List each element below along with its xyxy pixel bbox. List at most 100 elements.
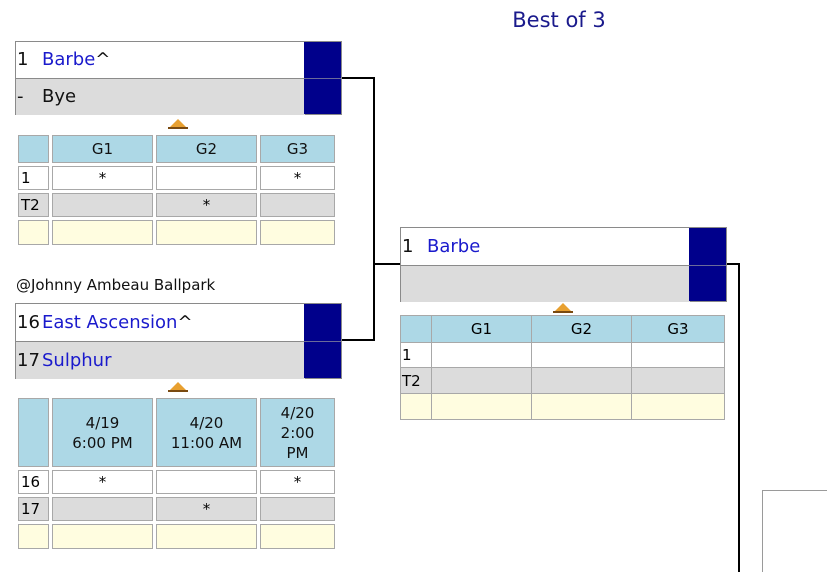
score-block [689, 228, 726, 301]
table-row [400, 393, 725, 420]
team-row-bottom: - Bye [16, 78, 305, 115]
game-cell [156, 524, 257, 549]
header-blank [18, 135, 49, 163]
game-cell: * [260, 470, 335, 494]
game-cell [531, 393, 632, 420]
game-cell: * [156, 193, 257, 217]
games-table-a: G1 G2 G3 1 * * T2 * [15, 132, 338, 248]
team-name-link[interactable]: East Ascension [42, 311, 178, 333]
game-cell [531, 367, 632, 394]
game-cell: * [156, 497, 257, 521]
team-name-link[interactable]: Barbe [42, 49, 96, 70]
score-block [304, 42, 341, 114]
game-cell [431, 342, 532, 368]
matchup-a: 1 Barbe ^ - Bye [15, 41, 342, 115]
row-label: 1 [18, 166, 49, 190]
bracket-connector [373, 77, 375, 341]
game-cell [431, 393, 532, 420]
game-header: 4/20 2:00 PM [260, 398, 335, 467]
game-header: G3 [631, 315, 725, 343]
game-cell [260, 193, 335, 217]
next-round-box-edge [762, 490, 763, 572]
row-label: 1 [400, 342, 432, 368]
team-row-top[interactable]: 1 Barbe [401, 228, 690, 265]
game-cell [156, 470, 257, 494]
table-row: 16 * * [18, 470, 335, 494]
team-seed: 17 [17, 349, 40, 371]
game-cell [631, 342, 725, 368]
game-time: 6:00 PM [72, 433, 133, 452]
winner-marker: ^ [95, 49, 111, 70]
team-seed: 16 [17, 311, 40, 333]
header-blank [400, 315, 432, 343]
table-row: 17 * [18, 497, 335, 521]
game-cell: * [260, 166, 335, 190]
expand-caret-icon[interactable] [553, 303, 573, 313]
game-cell [260, 524, 335, 549]
game-cell [531, 342, 632, 368]
game-cell [431, 367, 532, 394]
bracket-connector [374, 263, 400, 265]
table-row: 1 [400, 342, 725, 368]
games-table-c: G1 G2 G3 1 T2 [400, 315, 725, 420]
team-row-bottom [401, 265, 690, 302]
games-table-b: 4/19 6:00 PM 4/20 11:00 AM 4/20 2:00 PM … [15, 395, 338, 552]
row-label [400, 393, 432, 420]
bracket-connector [738, 263, 740, 572]
row-label: T2 [400, 367, 432, 394]
team-row-bottom[interactable]: 17 Sulphur [16, 341, 305, 379]
game-cell: * [52, 166, 153, 190]
expand-caret-icon[interactable] [168, 119, 188, 129]
row-label [18, 220, 49, 245]
game-cell [631, 393, 725, 420]
bracket-connector [342, 339, 375, 341]
row-label: T2 [18, 193, 49, 217]
score-block [304, 304, 341, 378]
table-row [18, 220, 335, 245]
game-time: PM [286, 443, 309, 462]
team-seed: 1 [402, 235, 414, 257]
team-name-link[interactable]: Sulphur [42, 349, 112, 371]
matchup-c: 1 Barbe [400, 227, 727, 302]
table-row: 1 * * [18, 166, 335, 190]
table-row [18, 524, 335, 549]
header-blank [18, 398, 49, 467]
game-cell [52, 524, 153, 549]
game-date: 4/20 [280, 403, 315, 422]
game-cell [260, 497, 335, 521]
team-name-link[interactable]: Barbe [427, 235, 481, 257]
venue-label: @Johnny Ambeau Ballpark [16, 276, 216, 294]
game-header: G2 [531, 315, 632, 343]
game-header: 4/20 11:00 AM [156, 398, 257, 467]
game-header: G1 [431, 315, 532, 343]
row-label: 17 [18, 497, 49, 521]
next-round-box-edge [762, 490, 827, 491]
game-cell [156, 166, 257, 190]
game-cell [52, 193, 153, 217]
team-seed: - [17, 86, 24, 107]
row-label: 16 [18, 470, 49, 494]
game-header: G3 [260, 135, 335, 163]
game-cell [52, 220, 153, 245]
row-label [18, 524, 49, 549]
winner-marker: ^ [177, 311, 193, 333]
bracket-connector [727, 263, 740, 265]
game-cell [631, 367, 725, 394]
game-header: G2 [156, 135, 257, 163]
team-row-top[interactable]: 1 Barbe ^ [16, 42, 305, 78]
matchup-b: 16 East Ascension ^ 17 Sulphur [15, 303, 342, 379]
table-row: T2 [400, 367, 725, 394]
game-cell [260, 220, 335, 245]
game-header: 4/19 6:00 PM [52, 398, 153, 467]
game-header: G1 [52, 135, 153, 163]
game-date: 4/20 [189, 413, 224, 432]
team-row-top[interactable]: 16 East Ascension ^ [16, 304, 305, 341]
game-cell [52, 497, 153, 521]
game-cell: * [52, 470, 153, 494]
game-time: 2:00 [280, 423, 315, 442]
expand-caret-icon[interactable] [168, 382, 188, 392]
table-row: T2 * [18, 193, 335, 217]
team-seed: 1 [17, 49, 29, 70]
bracket-connector [342, 77, 374, 79]
game-date: 4/19 [85, 413, 120, 432]
